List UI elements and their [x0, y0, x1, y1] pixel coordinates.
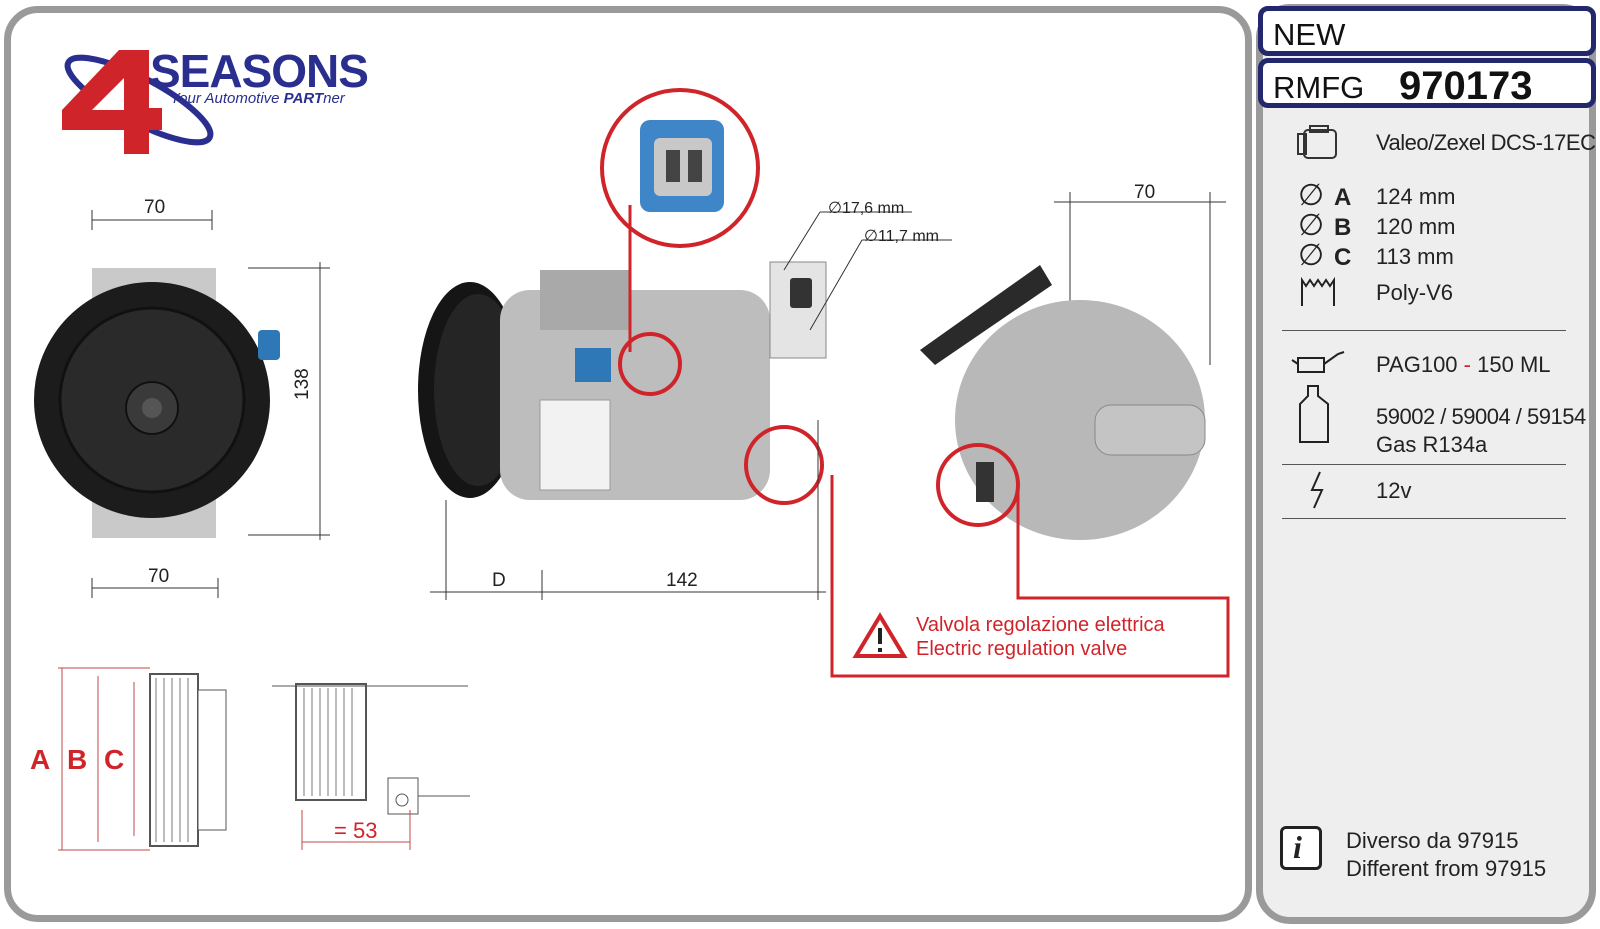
pulley-offset: = 53 [334, 818, 378, 843]
rmfg-code: 970173 [1399, 64, 1533, 108]
front-width-top: 70 [144, 197, 166, 218]
spec-diam-a: 124 mm [1376, 184, 1456, 209]
lightning-icon [1310, 471, 1324, 509]
spec-voltage: 12v [1376, 478, 1412, 503]
oil-can-icon [1291, 351, 1345, 373]
spec-diam-c: 113 mm [1376, 244, 1454, 269]
spec-compressor: Valeo/Zexel DCS-17EC [1376, 130, 1596, 155]
belt-icon [1301, 276, 1335, 306]
info-line-en: Different from 97915 [1346, 856, 1547, 881]
spec-divider [1282, 330, 1566, 331]
warning-line-en: Electric regulation valve [916, 638, 1128, 660]
warning-line-it: Valvola regolazione elettrica [916, 614, 1165, 636]
spec-diam-a-label: A [1334, 184, 1352, 211]
fitting-small-diameter: ∅11,7 mm [864, 228, 939, 245]
pulley-letter-a: A [30, 744, 51, 775]
spec-oil-refs: 59002 / 59004 / 59154 [1376, 404, 1586, 429]
spec-oil-qty: 150 ML [1477, 352, 1551, 377]
spec-oil-sep: - [1463, 352, 1471, 377]
rear-width: 70 [1134, 182, 1156, 203]
spec-divider [1282, 518, 1566, 519]
rmfg-box: RMFG 970173 [1258, 58, 1596, 108]
pulley-letter-b: B [67, 744, 88, 775]
rmfg-label: RMFG [1273, 70, 1365, 105]
oil-bottle-icon [1299, 385, 1329, 443]
spec-diam-c-label: C [1334, 244, 1352, 271]
spec-diam-b-label: B [1334, 214, 1352, 241]
diameter-icon: ∅ [1298, 239, 1325, 272]
info-icon: i [1280, 826, 1322, 870]
compressor-icon [1297, 125, 1337, 159]
side-length: 142 [666, 570, 698, 591]
fitting-large-diameter: ∅17,6 mm [828, 200, 905, 217]
diameter-icon: ∅ [1298, 179, 1325, 212]
status-label: NEW [1273, 17, 1346, 52]
info-line-it: Diverso da 97915 [1346, 828, 1519, 853]
spec-divider [1282, 464, 1566, 465]
status-box: NEW [1258, 6, 1596, 56]
logo-tagline: Your Automotive PARTner [170, 90, 345, 107]
logo-brand: SEASONS [150, 45, 369, 97]
spec-oil-type: PAG100 [1376, 352, 1458, 377]
brand-logo: SEASONS Your Automotive PARTner [34, 38, 394, 158]
pulley-letter-c: C [104, 744, 125, 775]
spec-diam-b: 120 mm [1376, 214, 1456, 239]
warning-icon [852, 612, 908, 658]
front-width-bottom: 70 [148, 566, 170, 587]
logo-mark [62, 50, 214, 154]
diameter-icon: ∅ [1298, 209, 1325, 242]
spec-gas: Gas R134a [1376, 432, 1488, 457]
spec-belt: Poly-V6 [1376, 280, 1454, 305]
spec-oil: PAG100 - 150 ML [1376, 352, 1551, 378]
side-d-label: D [492, 570, 506, 591]
